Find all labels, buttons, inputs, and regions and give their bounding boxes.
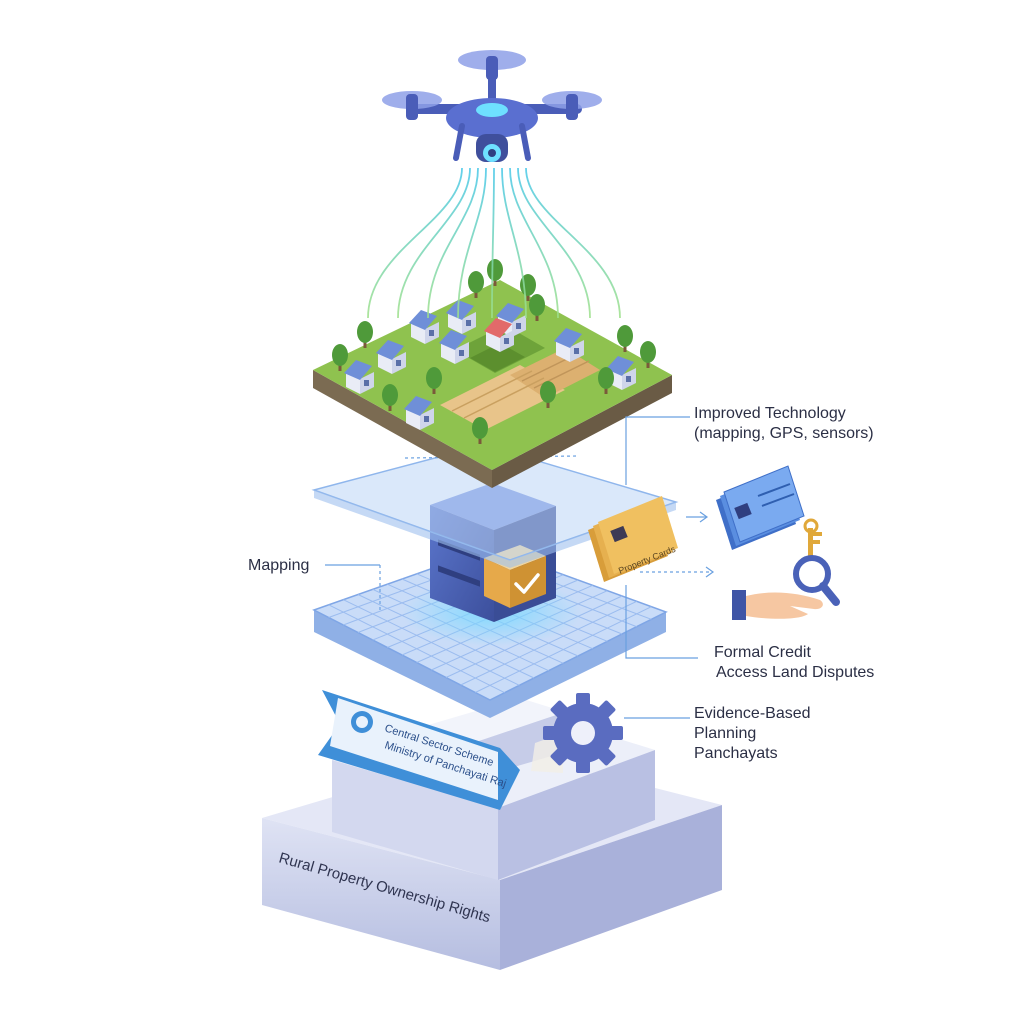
- grid-line: [475, 606, 652, 693]
- grid-line: [460, 600, 637, 686]
- label-technology-line-1: Improved Technology: [694, 405, 846, 422]
- label-planning-line-3: Panchayats: [694, 745, 778, 762]
- label-credit: Formal Credit Access Land Disputes: [714, 643, 874, 683]
- scan-beam: [501, 167, 527, 319]
- label-planning-line-1: Evidence-Based: [694, 705, 811, 722]
- base-tier-bottom-right: [500, 805, 722, 970]
- label-credit-line-1: Formal Credit: [714, 644, 811, 661]
- base-tier-top-top: [418, 698, 565, 744]
- house: [404, 396, 434, 430]
- property-card-icon: Property Cards: [588, 496, 678, 582]
- tree: [529, 294, 545, 321]
- label-credit-line-2: Access Land Disputes: [716, 664, 875, 681]
- house: [484, 318, 514, 352]
- leader-technology: [625, 416, 690, 485]
- hand-icon: [732, 590, 823, 620]
- tree: [540, 381, 556, 408]
- tree: [332, 344, 348, 371]
- label-technology-line-2: (mapping, GPS, sensors): [694, 425, 874, 442]
- label-planning-line-2: Planning: [694, 725, 757, 742]
- base-tier-middle-left: [332, 760, 498, 880]
- house: [446, 300, 476, 334]
- label-mapping: Mapping: [248, 556, 309, 576]
- house: [409, 310, 439, 344]
- base-tier-middle-right: [498, 750, 655, 880]
- leader-credit: [625, 585, 698, 659]
- scan-beam: [367, 167, 463, 319]
- grid-layer-edge: [314, 610, 666, 718]
- village-base-left: [313, 370, 492, 488]
- tree: [382, 384, 398, 411]
- tree: [426, 367, 442, 394]
- scan-beams: [367, 167, 621, 319]
- label-technology: Improved Technology (mapping, GPS, senso…: [694, 404, 874, 444]
- magnifier-icon: [793, 555, 840, 606]
- tree: [640, 341, 656, 368]
- scan-beam: [457, 167, 487, 319]
- tree: [468, 271, 484, 298]
- tree: [472, 417, 488, 444]
- village-icon: [313, 259, 672, 488]
- house: [344, 360, 374, 394]
- leader-lines: [325, 416, 715, 719]
- tree: [598, 367, 614, 394]
- house: [439, 330, 469, 364]
- house: [376, 340, 406, 374]
- tree: [487, 259, 503, 286]
- tree: [617, 325, 633, 352]
- base-pedestal: Rural Property Ownership Rights: [262, 698, 722, 970]
- gear-icon: [531, 693, 623, 773]
- tree: [357, 321, 373, 348]
- scan-beam: [491, 167, 495, 319]
- scan-beam: [525, 167, 621, 319]
- scan-beam: [517, 167, 591, 319]
- house: [554, 328, 584, 362]
- scan-beam: [427, 167, 479, 319]
- village-top: [313, 280, 672, 470]
- id-card-icon: [716, 465, 805, 550]
- label-mapping-text: Mapping: [248, 557, 310, 574]
- village-base-right: [492, 375, 672, 488]
- scan-beam: [509, 167, 559, 319]
- key-icon: [803, 518, 822, 568]
- label-planning: Evidence-Based Planning Panchayats: [694, 704, 811, 764]
- drone-icon: [382, 50, 602, 162]
- base-tier-bottom-left: [262, 818, 500, 970]
- scan-beam: [397, 167, 471, 319]
